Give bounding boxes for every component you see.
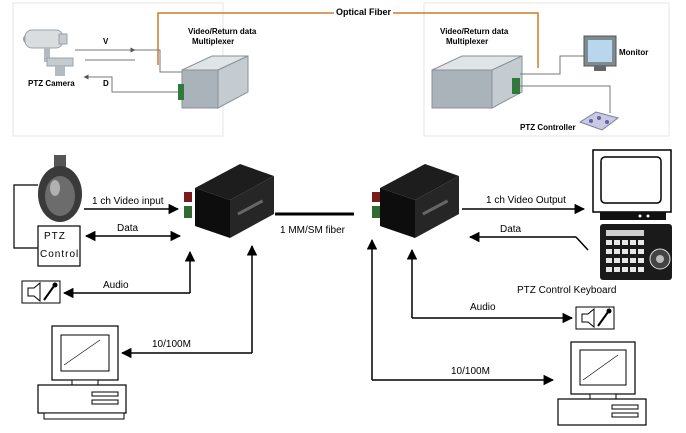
speaker-mic-right-icon [575,306,615,330]
computer-right-icon [557,341,647,426]
speaker-mic-left-icon [21,280,61,304]
video-output-label: 1 ch Video Output [486,195,566,206]
keyboard-label: PTZ Control Keyboard [517,285,617,296]
audio-right-label: Audio [470,302,496,313]
computer-left-icon [37,325,127,420]
net-right-label: 10/100M [451,366,490,377]
optical-fiber-label: Optical Fiber [334,7,394,17]
ptz-control-box [37,225,81,267]
transceiver-left-device [184,164,274,238]
mux-left-label-1: Video/Return data [188,27,257,36]
multiplexer-right-device [431,55,523,109]
ptz-camera-label: PTZ Camera [28,79,75,88]
ptz-camera-icon [23,29,74,76]
monitor-label: Monitor [619,48,649,57]
fiber-label: 1 MM/SM fiber [280,225,346,236]
video-input-label: 1 ch Video input [92,196,164,207]
top-right-panel [423,2,670,137]
data-left-label: Data [117,223,139,234]
dome-camera-icon [38,155,82,222]
crt-monitor-icon [592,149,672,220]
data-right-label: Data [500,224,522,235]
ptz-controller-icon [578,111,620,131]
ptz-control-label-2: Control [40,249,80,260]
monitor-icon [583,35,617,71]
v-label: V [103,37,109,46]
transceiver-right-device [372,164,459,238]
d-label: D [103,79,109,88]
mux-left-label-2: Multiplexer [192,37,235,46]
ptz-controller-label: PTZ Controller [520,123,576,132]
mux-right-label-1: Video/Return data [440,27,509,36]
mux-right-label-2: Multiplexer [446,37,489,46]
ptz-keyboard-icon [600,224,672,280]
net-left-label: 10/100M [152,339,191,350]
audio-left-label: Audio [103,280,129,291]
ptz-control-label-1: PTZ [44,231,66,242]
multiplexer-left-device [178,55,249,109]
